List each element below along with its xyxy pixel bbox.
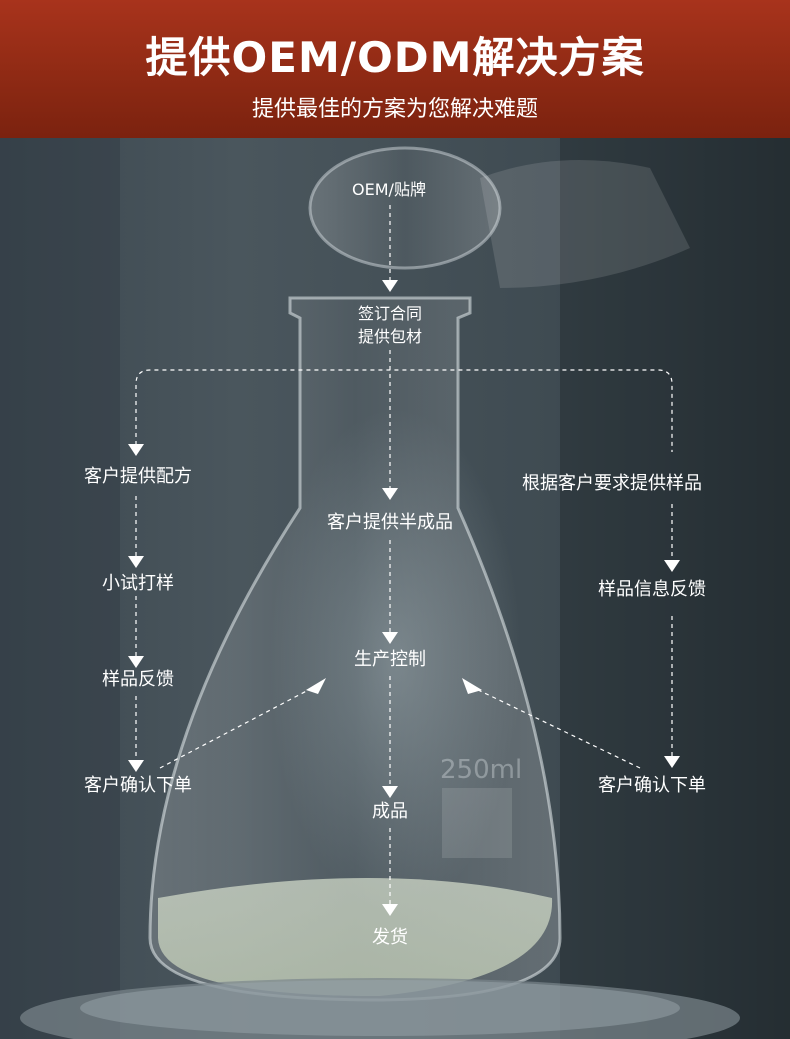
flow-center-step-3: 成品 bbox=[372, 801, 408, 822]
flow-packaging-label: 提供包材 bbox=[357, 327, 422, 346]
page-subtitle: 提供最佳的方案为您解决难题 bbox=[251, 97, 538, 122]
arrow-icon bbox=[382, 632, 398, 644]
flow-left-step-4: 客户确认下单 bbox=[84, 775, 192, 796]
flow-right-step-3: 客户确认下单 bbox=[598, 775, 706, 796]
connector-right-to-production bbox=[469, 685, 641, 769]
svg-text:250ml: 250ml bbox=[440, 755, 522, 785]
arrow-icon bbox=[306, 678, 326, 694]
flow-left-step-3: 样品反馈 bbox=[102, 669, 174, 690]
flow-right-step-2: 样品信息反馈 bbox=[598, 579, 706, 600]
header-banner: 提供OEM/ODM解决方案 提供最佳的方案为您解决难题 bbox=[0, 0, 790, 138]
connector-left-to-production bbox=[159, 685, 317, 769]
arrow-icon bbox=[382, 280, 398, 292]
arrow-icon bbox=[128, 760, 144, 772]
arrow-icon bbox=[382, 488, 398, 500]
flow-center-step-2: 生产控制 bbox=[354, 649, 426, 670]
background-photo: 250ml bbox=[0, 138, 790, 1039]
arrow-icon bbox=[128, 556, 144, 568]
connector-branch-bracket bbox=[135, 369, 673, 452]
flow-center-step-1: 客户提供半成品 bbox=[327, 512, 453, 533]
arrow-icon bbox=[382, 786, 398, 798]
flask-illustration: 250ml bbox=[0, 138, 790, 1039]
flow-oem-label: OEM/贴牌 bbox=[352, 180, 426, 199]
flow-right-step-1: 根据客户要求提供样品 bbox=[522, 473, 702, 494]
flow-left-step-1: 客户提供配方 bbox=[84, 466, 192, 487]
arrow-icon bbox=[664, 756, 680, 768]
arrow-icon bbox=[128, 444, 144, 456]
flow-contract-label: 签订合同 bbox=[357, 304, 422, 323]
arrow-icon bbox=[664, 560, 680, 572]
arrow-icon bbox=[382, 904, 398, 916]
flow-center-step-4: 发货 bbox=[372, 927, 408, 948]
page-title: 提供OEM/ODM解决方案 bbox=[145, 33, 645, 82]
flow-left-step-2: 小试打样 bbox=[102, 573, 174, 594]
arrow-icon bbox=[462, 678, 482, 694]
arrow-icon bbox=[128, 656, 144, 668]
